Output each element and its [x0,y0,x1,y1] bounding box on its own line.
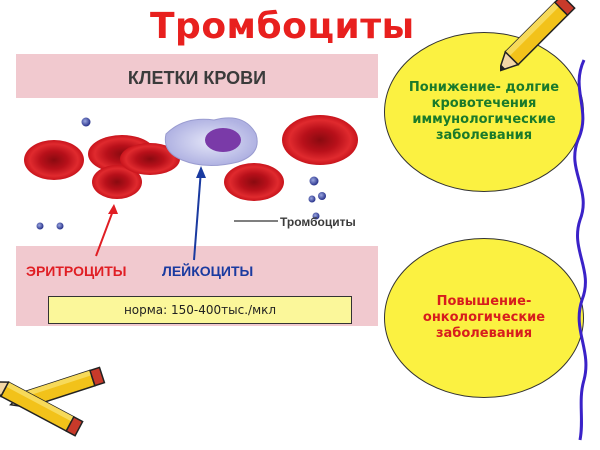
platelet [56,222,64,230]
panel-heading: КЛЕТКИ КРОВИ [128,68,266,88]
erythrocyte-cell [282,115,358,165]
label-platelets: Тромбоциты [280,215,356,229]
squiggle-line [573,59,588,441]
platelet [309,176,319,186]
pencil-decoration-right [500,0,588,441]
pencil-icon [0,380,84,437]
platelet [308,195,316,203]
platelet [312,212,320,220]
erythrocyte-cell [24,140,84,180]
platelet [318,192,326,200]
panel-heading-bar [16,54,378,98]
erythrocyte-arrow-head [108,204,118,214]
erythrocyte-cell [224,163,284,201]
erythrocyte-cell [92,165,142,199]
norm-text: норма: 150-400тыс./мкл [123,303,277,317]
decrease-line: Понижение- долгие [408,79,560,95]
erythrocyte-cell [120,143,180,175]
decrease-line: заболевания [435,128,533,144]
platelet [36,222,44,230]
page-title: Тромбоциты [150,6,415,47]
decrease-line: иммунологические [412,112,556,127]
blood-cells-drawing: КЛЕТКИ КРОВИ Тромбоциты ЭРИТРОЦИТЫ ЛЕЙКО… [16,54,378,279]
decrease-line: кровотечения [431,95,537,111]
pencil-icon [500,0,576,73]
blood-cells-illustration: КЛЕТКИ КРОВИ Тромбоциты ЭРИТРОЦИТЫ ЛЕЙКО… [16,54,378,326]
leukocyte-arrow-head [196,166,206,178]
leukocyte-arrow [193,169,202,261]
increase-bubble: Повышение- онкологические заболевания [384,238,584,398]
label-leukocytes: ЛЕЙКОЦИТЫ [162,262,253,279]
platelet [81,117,91,127]
erythrocyte-arrow [95,207,115,257]
increase-line: онкологические [422,309,546,325]
pencil-decoration-left [0,366,106,437]
decrease-bubble: Понижение- долгие кровотечения иммунолог… [384,32,584,192]
increase-line: заболевания [435,326,533,342]
norm-box: норма: 150-400тыс./мкл [48,296,352,324]
label-erythrocytes: ЭРИТРОЦИТЫ [26,263,127,279]
increase-line: Повышение- [436,293,532,309]
leukocyte-nucleus [205,128,241,152]
